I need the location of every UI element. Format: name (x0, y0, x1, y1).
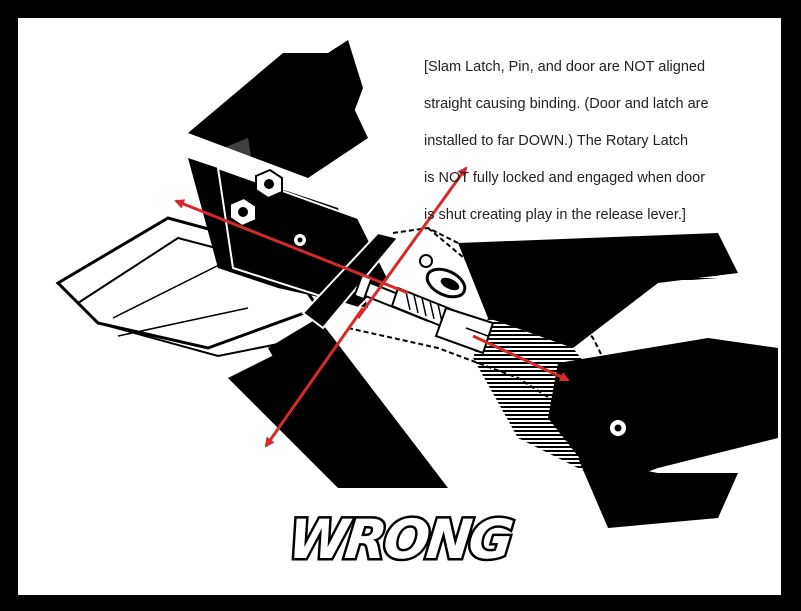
diagram-panel: [Slam Latch, Pin, and door are NOT align… (18, 18, 781, 595)
caption-line: straight causing binding. (Door and latc… (424, 95, 769, 113)
wrong-label: WRONG (18, 508, 781, 571)
hex-bolt-icon (230, 198, 256, 226)
caption-line: [Slam Latch, Pin, and door are NOT align… (424, 58, 769, 76)
rotary-latch-icon (420, 255, 469, 302)
caption-line: is shut creating play in the release lev… (424, 206, 769, 224)
latch-pin-icon (355, 275, 493, 353)
round-bolt-icon (293, 233, 307, 247)
round-bolt-icon (609, 419, 627, 437)
caption-line: installed to far DOWN.) The Rotary Latch (424, 132, 769, 150)
caption-line: is NOT fully locked and engaged when doo… (424, 169, 769, 187)
caption-text: [Slam Latch, Pin, and door are NOT align… (424, 40, 769, 242)
door-section (458, 233, 778, 528)
hex-bolt-icon (256, 170, 282, 198)
wrong-label-text: WRONG (285, 508, 513, 571)
